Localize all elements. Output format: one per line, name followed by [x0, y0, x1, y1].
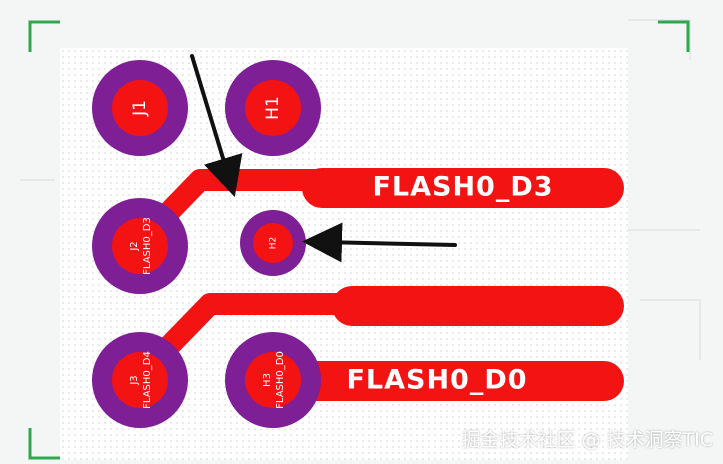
pad-j3-net: FLASH0_D4	[142, 351, 153, 409]
pad-j1-designator: J1	[130, 100, 150, 117]
annotation-arrows	[190, 54, 457, 263]
trace-label-flash0-d3: FLASH0_D3	[372, 172, 553, 203]
bracket-top-left	[28, 20, 60, 52]
trace-label-flash0-d0: FLASH0_D0	[346, 365, 527, 396]
pad-j1[interactable]: J1	[92, 60, 188, 156]
background-circuit-lines	[20, 19, 701, 360]
arrow-down-icon	[190, 54, 243, 198]
pad-j2-designator: J2	[129, 241, 140, 251]
corner-brackets	[28, 20, 690, 460]
pad-h1-designator: H1	[263, 96, 283, 120]
pad-h3[interactable]: H3 FLASH0_D0	[225, 332, 321, 428]
pad-h3-designator: H3	[262, 373, 273, 387]
pads: J1 H1 J2 FLASH0_D3 H2	[92, 60, 321, 428]
bracket-bottom-left	[28, 428, 60, 460]
pad-h2[interactable]: H2	[240, 210, 306, 276]
pad-h2-designator: H2	[269, 237, 279, 250]
arrow-left-icon	[302, 222, 457, 263]
bracket-top-right	[658, 20, 690, 52]
pad-h1[interactable]: H1	[225, 60, 321, 156]
pad-j2[interactable]: J2 FLASH0_D3	[92, 198, 188, 294]
watermark: 掘金技术社区 @ 技术洞察TIC	[461, 429, 713, 451]
pad-j3-designator: J3	[129, 375, 140, 385]
pad-j2-net: FLASH0_D3	[142, 217, 153, 275]
pad-h3-net: FLASH0_D0	[275, 351, 286, 409]
pad-j3[interactable]: J3 FLASH0_D4	[92, 332, 188, 428]
